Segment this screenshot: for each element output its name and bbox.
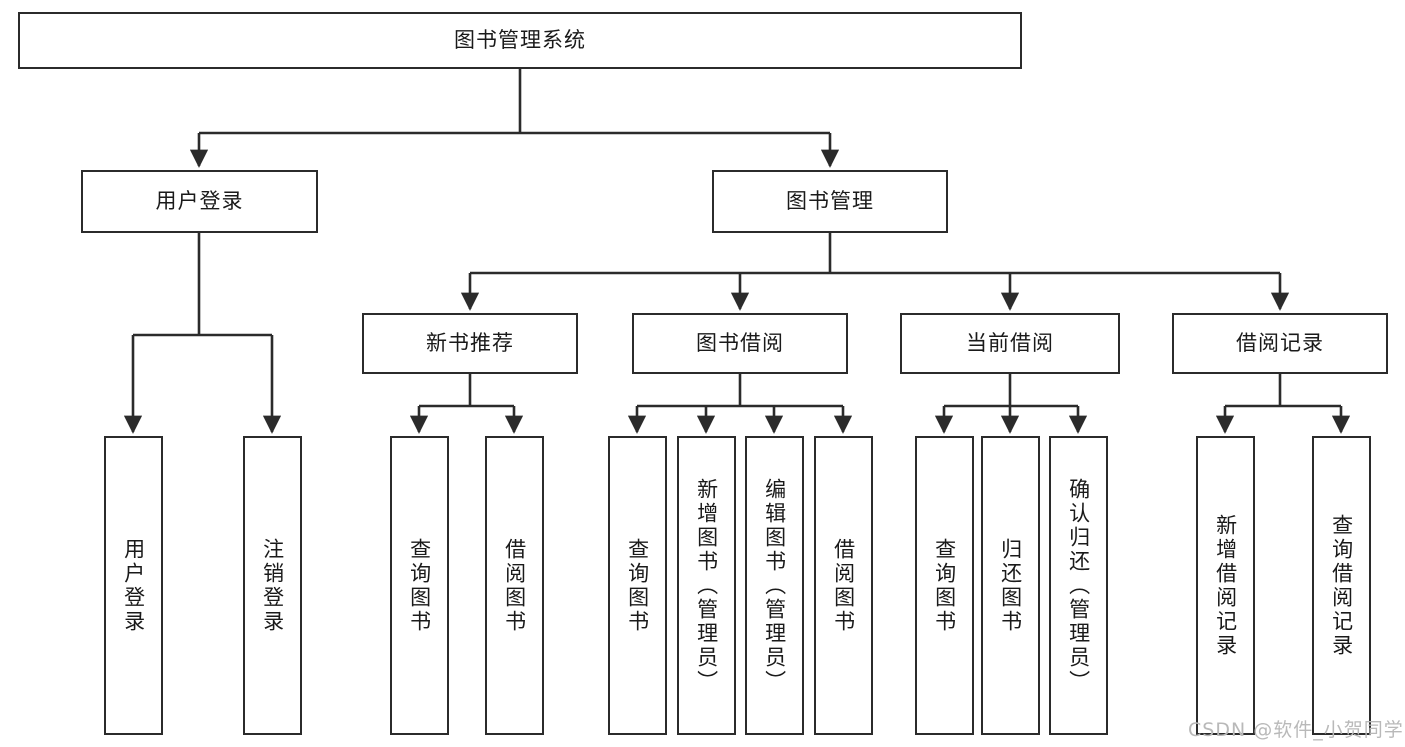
node-leaf-book-borrow-3[interactable]: 编辑图书（管理员） (745, 436, 804, 735)
node-leaf-label: 注销登录 (260, 537, 285, 634)
node-borrow-record[interactable]: 借阅记录 (1172, 313, 1388, 374)
node-book-management[interactable]: 图书管理 (712, 170, 948, 233)
node-leaf-label: 查询图书 (932, 537, 957, 634)
node-leaf-book-borrow-2[interactable]: 新增图书（管理员） (677, 436, 736, 735)
node-leaf-label: 确认归还（管理员） (1066, 477, 1091, 694)
node-leaf-label: 借阅图书 (831, 537, 856, 634)
node-leaf-label: 新增图书（管理员） (694, 477, 719, 694)
node-book-borrow[interactable]: 图书借阅 (632, 313, 848, 374)
node-current-borrow-label: 当前借阅 (966, 330, 1054, 355)
node-leaf-current-borrow-2[interactable]: 归还图书 (981, 436, 1040, 735)
watermark-text: CSDN @软件_小贺同学 (1188, 719, 1404, 741)
node-leaf-label: 编辑图书（管理员） (762, 477, 787, 694)
node-root-label: 图书管理系统 (454, 27, 586, 52)
node-current-borrow[interactable]: 当前借阅 (900, 313, 1120, 374)
node-leaf-new-book-1[interactable]: 查询图书 (390, 436, 449, 735)
node-root-system[interactable]: 图书管理系统 (18, 12, 1022, 69)
node-leaf-current-borrow-3[interactable]: 确认归还（管理员） (1049, 436, 1108, 735)
node-leaf-borrow-record-1[interactable]: 新增借阅记录 (1196, 436, 1255, 735)
node-leaf-user-login-1[interactable]: 用户登录 (104, 436, 163, 735)
node-user-login[interactable]: 用户登录 (81, 170, 318, 233)
node-leaf-label: 查询图书 (407, 537, 432, 634)
node-leaf-label: 用户登录 (121, 537, 146, 634)
node-leaf-book-borrow-1[interactable]: 查询图书 (608, 436, 667, 735)
node-new-book-recommend-label: 新书推荐 (426, 330, 514, 355)
node-leaf-borrow-record-2[interactable]: 查询借阅记录 (1312, 436, 1371, 735)
node-leaf-user-login-2[interactable]: 注销登录 (243, 436, 302, 735)
node-leaf-current-borrow-1[interactable]: 查询图书 (915, 436, 974, 735)
node-user-login-label: 用户登录 (155, 188, 244, 213)
node-leaf-new-book-2[interactable]: 借阅图书 (485, 436, 544, 735)
node-book-borrow-label: 图书借阅 (696, 330, 784, 355)
node-new-book-recommend[interactable]: 新书推荐 (362, 313, 578, 374)
node-borrow-record-label: 借阅记录 (1236, 330, 1324, 355)
node-leaf-label: 查询借阅记录 (1329, 513, 1354, 658)
node-book-management-label: 图书管理 (786, 188, 874, 213)
node-leaf-label: 新增借阅记录 (1213, 513, 1238, 658)
node-leaf-book-borrow-4[interactable]: 借阅图书 (814, 436, 873, 735)
node-leaf-label: 查询图书 (625, 537, 650, 634)
node-leaf-label: 归还图书 (998, 537, 1023, 634)
node-leaf-label: 借阅图书 (502, 537, 527, 634)
